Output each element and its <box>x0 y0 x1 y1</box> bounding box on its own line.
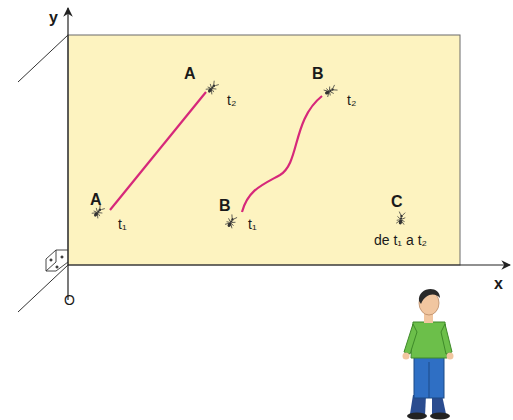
ant <box>205 80 219 95</box>
ant <box>396 211 406 225</box>
right-angle-cube <box>46 250 68 271</box>
position-label: A <box>184 66 196 82</box>
x-axis <box>68 264 510 265</box>
perspective-line <box>18 35 68 82</box>
origin-label: O <box>64 293 75 307</box>
time-label: t₁ <box>118 217 127 231</box>
z-axis <box>18 265 68 312</box>
position-label: B <box>219 198 231 214</box>
ant <box>323 84 338 97</box>
xy-plane <box>68 35 460 265</box>
trajectory-a <box>110 92 206 210</box>
position-label: B <box>312 66 324 82</box>
position-label: C <box>391 194 403 210</box>
time-label: t₂ <box>347 93 356 107</box>
ant <box>225 214 238 229</box>
boy-observer <box>403 289 454 420</box>
axis-label: y <box>49 10 58 26</box>
position-label: A <box>90 192 102 208</box>
time-label: t₁ <box>248 217 257 231</box>
time-label: t₂ <box>227 93 236 107</box>
y-axis <box>67 8 68 300</box>
time-interval-label: de t₁ a t₂ <box>374 233 427 247</box>
trajectory-b <box>242 96 322 212</box>
axis-label: x <box>494 276 503 292</box>
